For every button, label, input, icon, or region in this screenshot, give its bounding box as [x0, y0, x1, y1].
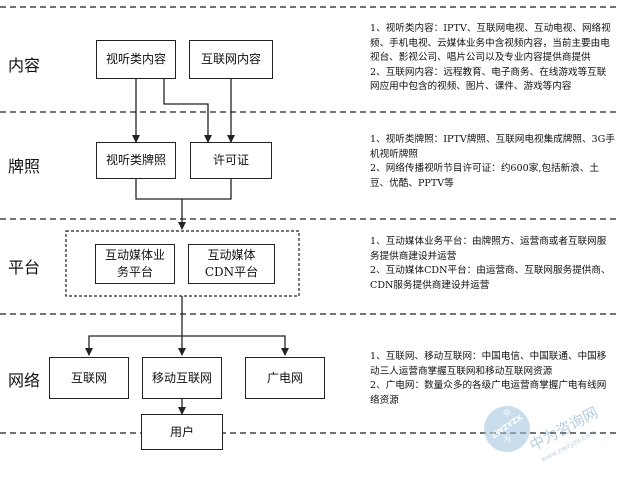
section-label-content: 内容: [8, 56, 41, 75]
watermark: 中 ZWZYZX 为 中为咨询网 www.zwzyzx.com: [480, 398, 620, 480]
box-mobile-internet: 移动互联网: [142, 357, 222, 399]
box-permit: 许可证: [190, 142, 272, 179]
section-label-platform: 平台: [8, 258, 41, 277]
box-interactive-cdn-platform: 互动媒体CDN平台: [188, 244, 275, 284]
desc-content: 1、视听类内容：IPTV、互联网电视、互动电视、网络视频、手机电视、云媒体业务中…: [370, 22, 615, 95]
desc-license-item-2: 2、网络传播视听节目许可证：约600家,包括新浪、土豆、优酷、PPTV等: [370, 163, 599, 189]
section-label-network: 网络: [8, 371, 41, 390]
desc-network-item-2: 2、广电网：数量众多的各级广电运营商掌握广电有线网络资源: [370, 380, 607, 406]
watermark-seal-top: 中: [503, 409, 511, 418]
box-user: 用户: [141, 414, 223, 450]
platform-container: [65, 230, 300, 297]
box-av-license: 视听类牌照: [96, 142, 176, 179]
desc-platform-item-2: 2、互动媒体CDN平台：由运营商、互联网服务提供商、CDN服务提供商建设并运营: [370, 265, 611, 291]
arrow-av-content-to-permit: [163, 79, 212, 143]
box-internet-content: 互联网内容: [189, 40, 273, 79]
desc-network: 1、互联网、移动互联网：中国电信、中国联通、中国移动三人运营商掌握互联网和移动互…: [370, 350, 615, 408]
section-label-license: 牌照: [8, 157, 41, 176]
desc-network-item-1: 1、互联网、移动互联网：中国电信、中国联通、中国移动三人运营商掌握互联网和移动互…: [370, 351, 607, 377]
box-broadcast-network: 广电网: [245, 357, 325, 399]
desc-content-item-2: 2、互联网内容：远程教育、电子商务、在线游戏等互联网应用中包含的视频、图片、课件…: [370, 66, 607, 93]
desc-content-item-1: 1、视听类内容：IPTV、互联网电视、互动电视、网络视频、手机电视、云媒体业务中…: [370, 23, 611, 63]
watermark-seal-bottom: 为: [503, 435, 511, 444]
desc-license: 1、视听类牌照：IPTV牌照、互联网电视集成牌照、3G手机视听牌照 2、网络传播…: [370, 133, 615, 191]
line-permit-down: [182, 179, 232, 200]
arrow-platform-to-broadcast: [182, 335, 289, 356]
line-av-license-down: [135, 179, 182, 200]
desc-platform-item-1: 1、互动媒体业务平台：由牌照方、运营商或者互联网服务提供商建设并运营: [370, 236, 607, 262]
box-internet: 互联网: [49, 357, 129, 399]
desc-platform: 1、互动媒体业务平台：由牌照方、运营商或者互联网服务提供商建设并运营 2、互动媒…: [370, 235, 615, 293]
arrow-platform-to-internet: [85, 335, 182, 356]
desc-license-item-1: 1、视听类牌照：IPTV牌照、互联网电视集成牌照、3G手机视听牌照: [370, 134, 615, 160]
box-av-content: 视听类内容: [96, 40, 176, 79]
watermark-seal: 中 ZWZYZX 为: [484, 406, 530, 452]
box-interactive-biz-platform: 互动媒体业务平台: [95, 244, 175, 284]
